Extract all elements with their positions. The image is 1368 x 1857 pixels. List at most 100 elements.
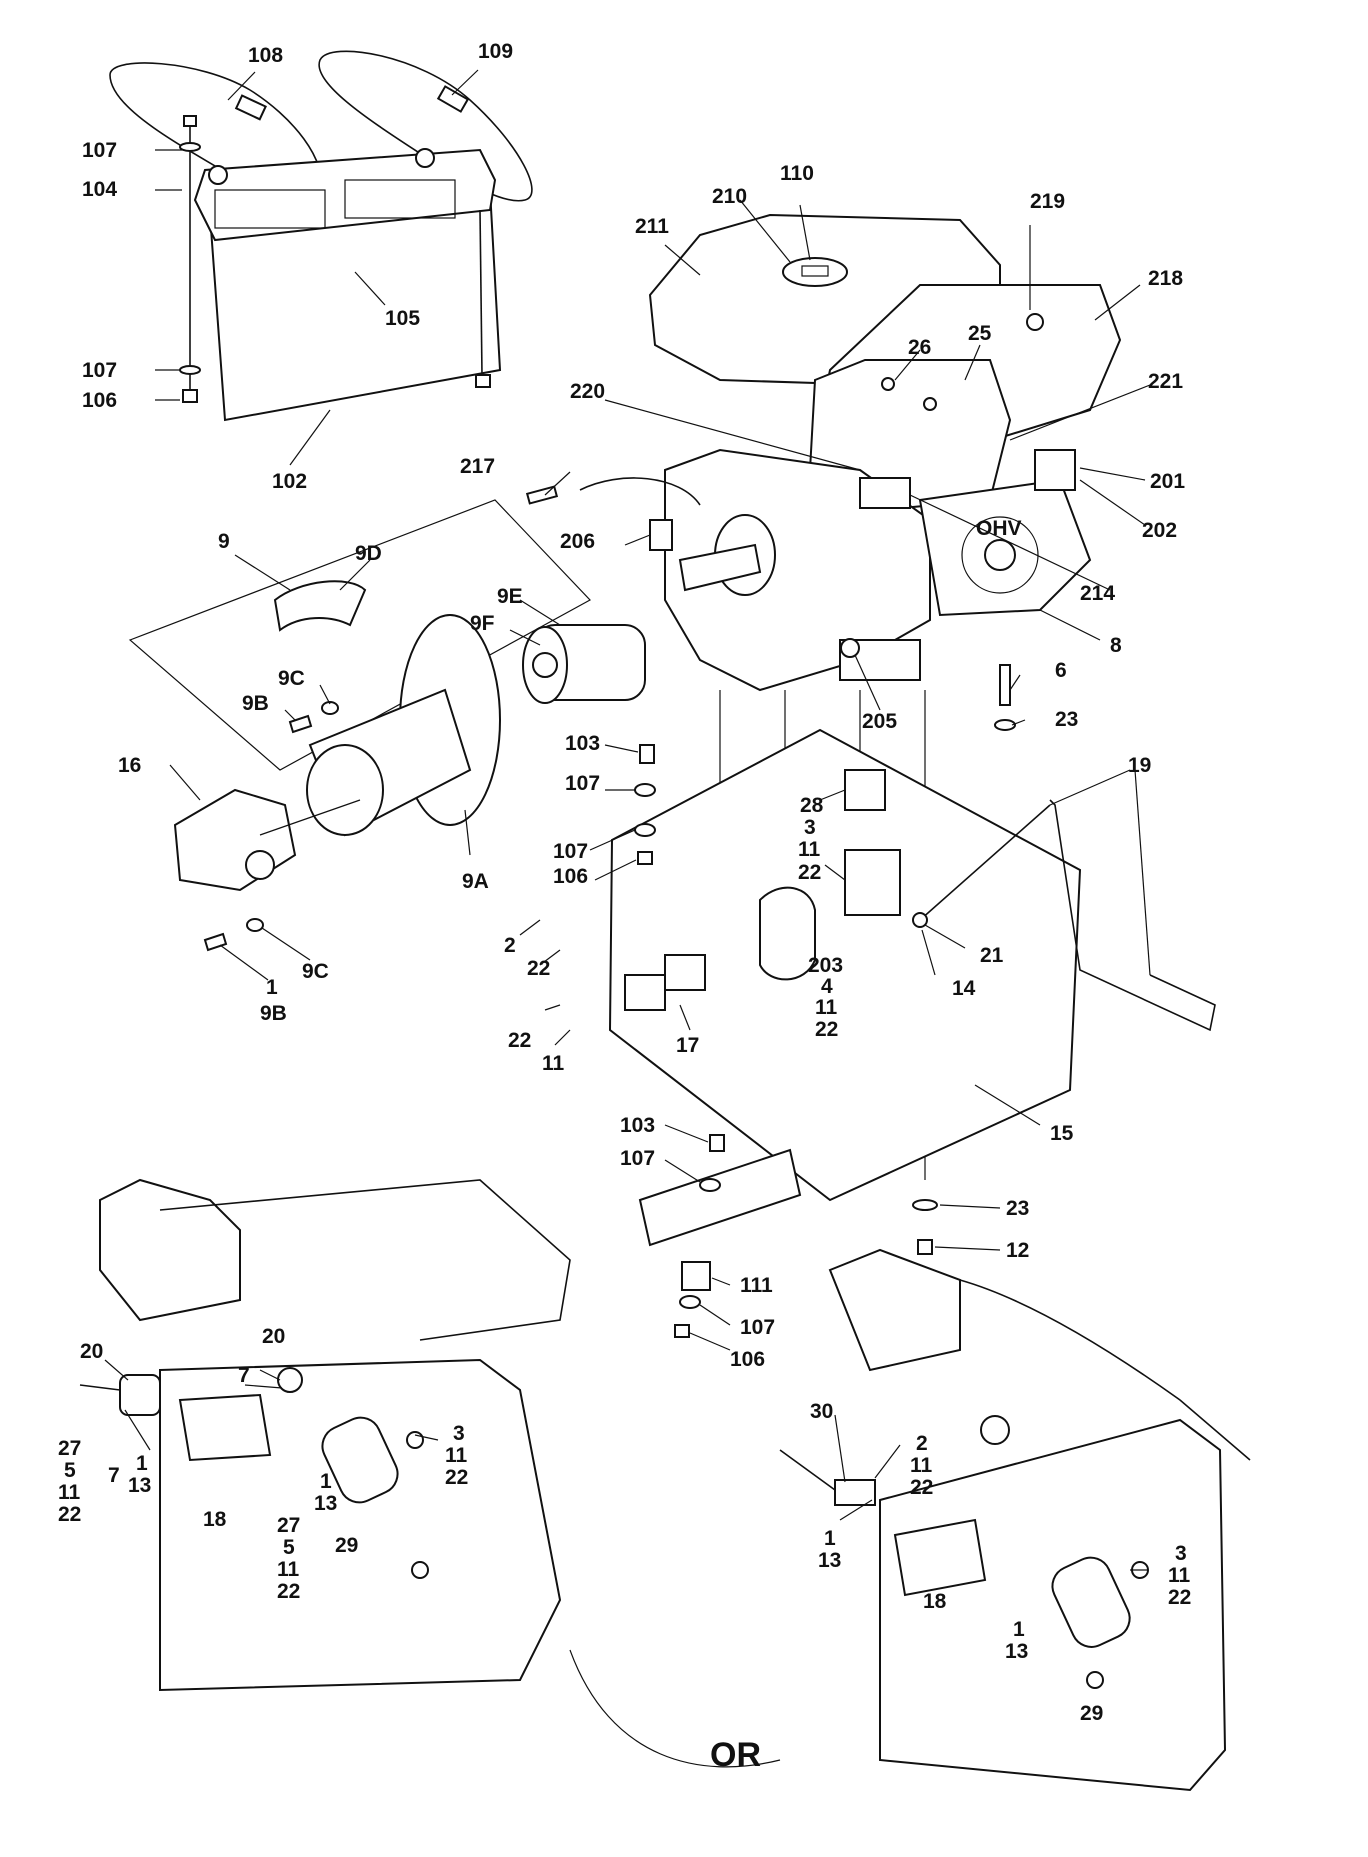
label-206: 206	[560, 530, 595, 553]
label-22: 22	[910, 1476, 933, 1499]
screw-26	[881, 377, 895, 391]
label-202: 202	[1142, 519, 1177, 542]
label-9: 9	[218, 530, 230, 553]
label-18: 18	[203, 1508, 227, 1531]
relay-203	[844, 849, 901, 916]
detail-view-left	[79, 1178, 781, 1768]
knob-slot	[801, 265, 829, 277]
label-3: 3	[1175, 1542, 1187, 1565]
battery-cable-109	[318, 50, 533, 202]
label-16: 16	[118, 754, 141, 777]
label-1: 1	[824, 1527, 836, 1550]
label-103: 103	[620, 1114, 655, 1137]
bracket-20	[119, 1374, 161, 1416]
plate-slot	[759, 886, 816, 981]
label-11: 11	[910, 1454, 933, 1477]
label-1: 1	[266, 976, 278, 999]
label-107: 107	[82, 359, 117, 382]
label-9C: 9C	[278, 667, 305, 690]
or-label: OR	[710, 1736, 761, 1774]
label-22: 22	[798, 861, 821, 884]
link-20	[277, 1367, 303, 1393]
label-26: 26	[908, 336, 931, 359]
crankshaft	[678, 543, 762, 592]
label-9E: 9E	[497, 585, 523, 608]
base-plate-15	[608, 728, 1082, 1202]
label-21: 21	[980, 944, 1004, 967]
nut	[411, 1561, 429, 1579]
label-14: 14	[952, 977, 976, 1000]
label-106: 106	[730, 1348, 765, 1371]
ohv-mark: OHV	[976, 517, 1022, 540]
label-1: 1	[1013, 1618, 1025, 1641]
battery-cell	[344, 179, 456, 219]
label-211: 211	[635, 215, 669, 238]
cable	[79, 1384, 121, 1391]
label-20: 20	[262, 1325, 285, 1348]
label-28: 28	[800, 794, 824, 817]
rod-head	[183, 115, 197, 127]
kit-9-bracket	[128, 499, 591, 771]
washer-107	[679, 1295, 701, 1309]
nut-12	[917, 1239, 933, 1255]
bolt-6	[999, 664, 1011, 706]
washer-107	[634, 823, 656, 837]
label-107: 107	[620, 1147, 655, 1170]
label-218: 218	[1148, 267, 1183, 290]
engine-detail	[99, 1178, 241, 1322]
sensor-206	[649, 519, 673, 551]
mount-plate	[638, 1148, 802, 1247]
label-22: 22	[1168, 1586, 1191, 1609]
label-221: 221	[1148, 370, 1183, 393]
label-19: 19	[1128, 754, 1151, 777]
engine-detail	[828, 1248, 961, 1372]
fuel-valve-214	[859, 477, 911, 509]
label-106: 106	[553, 865, 588, 888]
bolt-9B	[288, 714, 313, 734]
label-18: 18	[923, 1590, 947, 1613]
detail-view-right	[779, 1248, 1251, 1792]
label-9F: 9F	[470, 612, 495, 635]
label-22: 22	[445, 1466, 468, 1489]
label-8: 8	[1110, 634, 1122, 657]
base-plate-assembly	[608, 664, 1216, 1338]
oil-plug-205	[840, 638, 860, 658]
link-detail	[980, 1415, 1010, 1445]
label-22: 22	[815, 1018, 838, 1041]
relay-17	[624, 974, 666, 1011]
label-107: 107	[82, 139, 117, 162]
relay-17	[664, 954, 706, 991]
washer-107	[699, 1178, 721, 1192]
label-13: 13	[1005, 1640, 1028, 1663]
guard-9D	[273, 580, 367, 632]
label-108: 108	[248, 44, 283, 67]
label-20: 20	[80, 1340, 103, 1363]
label-22: 22	[508, 1029, 531, 1052]
label-1: 1	[136, 1452, 148, 1475]
bracket-30	[834, 1479, 876, 1506]
label-25: 25	[968, 322, 992, 345]
label-110: 110	[780, 162, 814, 185]
label-13: 13	[818, 1549, 841, 1572]
label-29: 29	[335, 1534, 358, 1557]
key-leader-curve	[579, 477, 701, 506]
nut	[1086, 1671, 1104, 1689]
or-arc	[569, 1649, 781, 1768]
label-13: 13	[128, 1474, 151, 1497]
label-105: 105	[385, 307, 420, 330]
engine-body-outline	[959, 1279, 1251, 1461]
starter-center	[984, 539, 1016, 571]
label-27: 27	[277, 1514, 300, 1537]
label-22: 22	[277, 1580, 300, 1603]
cable-clamp-21	[912, 912, 928, 928]
label-7: 7	[108, 1464, 120, 1487]
label-1: 1	[320, 1470, 332, 1493]
label-219: 219	[1030, 190, 1065, 213]
battery-cell	[214, 189, 326, 229]
label-109: 109	[478, 40, 513, 63]
callout-labels: 108 109 107 104 105 107 106 102 110 210 …	[58, 40, 1191, 1774]
label-5: 5	[283, 1536, 295, 1559]
relay-28	[844, 769, 886, 811]
label-11: 11	[798, 838, 821, 861]
